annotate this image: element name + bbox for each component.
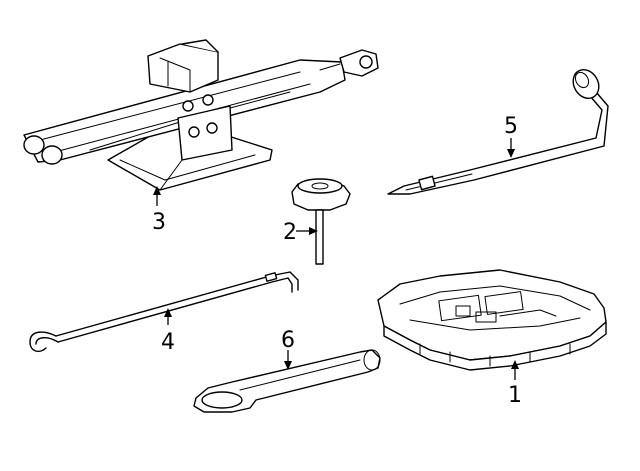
jack-handle-rod (29, 271, 299, 353)
callout-6: 6 (281, 328, 295, 353)
callout-5: 5 (504, 114, 518, 139)
callout-leaders (153, 138, 519, 380)
callout-4: 4 (161, 330, 175, 355)
scissor-jack (23, 39, 379, 191)
callout-2: 2 (283, 220, 297, 245)
callout-1: 1 (508, 383, 522, 408)
handle-extension (193, 349, 381, 413)
hold-down-bolt (291, 178, 351, 265)
callout-3: 3 (152, 210, 166, 235)
tool-tray (377, 269, 607, 371)
lug-wrench (387, 68, 609, 195)
